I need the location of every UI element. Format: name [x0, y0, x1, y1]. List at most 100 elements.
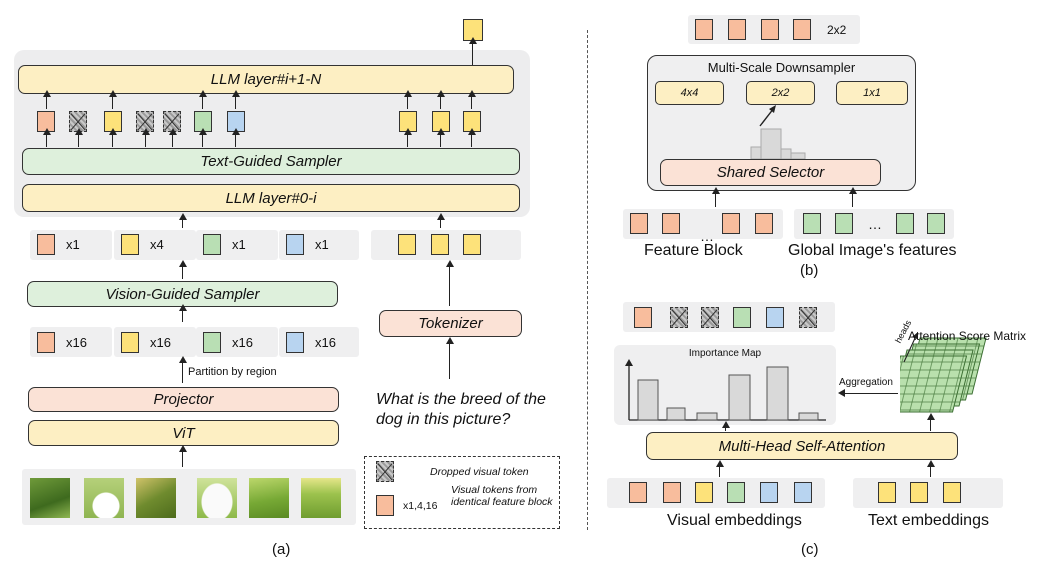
arrow: [177, 213, 189, 228]
scale-2x2-label: 2x2: [771, 87, 790, 99]
importance-bar: [728, 374, 751, 421]
arrow: [41, 128, 53, 147]
projector: Projector: [28, 387, 339, 412]
count-label: x16: [66, 335, 87, 350]
dropped-token: [799, 307, 817, 328]
token-pink: [695, 19, 713, 40]
arrow-head: [769, 105, 776, 113]
importance-bar: [637, 379, 659, 421]
vit-label: ViT: [172, 424, 195, 442]
legend-identical-label: Visual tokens from identical feature blo…: [451, 484, 553, 508]
divider: [587, 30, 588, 530]
arrow: [197, 90, 209, 109]
y-axis-head: [625, 359, 633, 366]
matrix-layer: [900, 355, 968, 413]
caption-c: (c): [801, 541, 819, 558]
token-green: [896, 213, 914, 234]
hist-bar: [780, 148, 792, 160]
dropped-token: [701, 307, 719, 328]
arrow: [177, 260, 189, 279]
arrow: [720, 421, 732, 431]
text-embedding-group: [853, 478, 1003, 508]
arrow: [402, 90, 414, 109]
image-patch: [84, 478, 124, 518]
scale-1x1: 1x1: [836, 81, 908, 105]
token-yellow: [121, 332, 139, 353]
token-pink: [722, 213, 740, 234]
token-pink: [37, 234, 55, 255]
token-green: [733, 307, 751, 328]
caption-a: (a): [272, 541, 291, 558]
count-label: x1: [66, 237, 80, 252]
dropped-token: [670, 307, 688, 328]
llm-layer-top: LLM layer#i+1-N: [18, 65, 514, 94]
ellipsis: …: [868, 216, 882, 232]
image-patch: [301, 478, 341, 518]
token-blue: [766, 307, 784, 328]
arrow: [435, 213, 447, 228]
legend-mult-label: x1,4,16: [403, 500, 438, 512]
count-label: x16: [315, 335, 336, 350]
arrow: [177, 356, 189, 383]
token-yellow: [910, 482, 928, 503]
projector-label: Projector: [153, 391, 214, 408]
arrow: [444, 337, 456, 379]
importance-bar: [798, 412, 819, 421]
aggregation-arrow-head: [838, 389, 845, 397]
scale-4x4-label: 4x4: [680, 87, 699, 99]
arrow: [41, 90, 53, 109]
token-pink: [663, 482, 681, 503]
downsampler-title: Multi-Scale Downsampler: [707, 60, 856, 75]
selector-histogram: [750, 105, 806, 160]
arrow: [435, 90, 447, 109]
arrow: [107, 90, 119, 109]
partition-label: Partition by region: [188, 366, 277, 378]
token-yellow: [943, 482, 961, 503]
tokenizer-label: Tokenizer: [418, 315, 483, 332]
count-label: x16: [232, 335, 253, 350]
token-pink: [755, 213, 773, 234]
arrow: [466, 128, 478, 147]
arrow-output: [467, 37, 479, 66]
vit: ViT: [28, 420, 339, 446]
token-pink: [634, 307, 652, 328]
image-patch: [136, 478, 176, 518]
token-yellow: [398, 234, 416, 255]
token-blue: [286, 332, 304, 353]
importance-map-chart: [625, 359, 826, 421]
arrow: [444, 260, 456, 306]
arrow: [466, 90, 478, 109]
token-blue: [794, 482, 812, 503]
token-pink: [630, 213, 648, 234]
token-green: [803, 213, 821, 234]
ellipsis: …: [700, 228, 714, 244]
legend-box: [364, 456, 560, 529]
global-features-label: Global Image's features: [788, 242, 957, 259]
token-yellow: [431, 234, 449, 255]
visual-embeddings-label: Visual embeddings: [667, 512, 802, 529]
multi-head-self-attention: Multi-Head Self-Attention: [646, 432, 958, 460]
vision-guided-sampler: Vision-Guided Sampler: [27, 281, 338, 307]
llm-layer-bottom: LLM layer#0-i: [22, 184, 520, 212]
arrow: [177, 304, 189, 322]
arrow: [197, 128, 209, 147]
count-label: x4: [150, 237, 164, 252]
arrow: [435, 128, 447, 147]
token-green: [927, 213, 945, 234]
importance-map-label: Importance Map: [688, 348, 762, 359]
dropped-token-icon: [376, 461, 394, 482]
shared-selector-label: Shared Selector: [716, 164, 825, 181]
arrow: [847, 187, 859, 207]
count-label: x1: [315, 237, 329, 252]
arrow: [230, 128, 242, 147]
token-yellow: [463, 234, 481, 255]
token-pink: [37, 332, 55, 353]
aggregation-arrow: [843, 393, 898, 395]
token-blue: [760, 482, 778, 503]
shared-selector: Shared Selector: [660, 159, 881, 186]
attention-score-matrix: [900, 332, 987, 413]
text-embeddings-label: Text embeddings: [868, 512, 989, 529]
legend-dropped-label: Dropped visual token: [430, 466, 529, 478]
arrow: [710, 187, 722, 207]
image-patch: [197, 478, 237, 518]
